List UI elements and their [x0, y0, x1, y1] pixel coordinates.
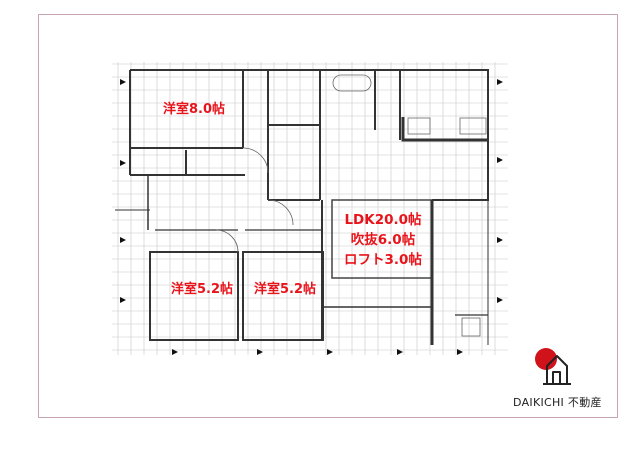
plan-markers	[120, 79, 503, 355]
house-icon	[543, 355, 571, 385]
atrium-area: 吹抜6.0帖	[350, 232, 416, 248]
brand-name: DAIKICHI 不動産	[513, 396, 602, 409]
image-frame	[38, 14, 618, 418]
room-label-western-5-2-b: 洋室5.2帖	[254, 282, 317, 297]
loft-area: ロフト3.0帖	[344, 252, 422, 268]
ldk-label: LDK20.0帖 吹抜6.0帖 ロフト3.0帖	[340, 210, 426, 270]
dimension-marker	[497, 79, 503, 85]
dimension-marker	[497, 157, 503, 163]
dimension-marker	[457, 349, 463, 355]
plan-walls	[115, 69, 489, 345]
ldk-area: LDK20.0帖	[344, 212, 422, 228]
dimension-marker	[327, 349, 333, 355]
room-label-western-8: 洋室8.0帖	[163, 102, 226, 117]
dimension-marker	[497, 297, 503, 303]
dimension-marker	[497, 237, 503, 243]
logo-red-circle	[535, 348, 557, 370]
daikichi-logo	[535, 348, 571, 385]
dimension-marker	[397, 349, 403, 355]
dimension-marker	[120, 297, 126, 303]
plan-grid	[112, 62, 508, 355]
dimension-marker	[120, 237, 126, 243]
dimension-marker	[120, 79, 126, 85]
dimension-marker	[257, 349, 263, 355]
dimension-marker	[172, 349, 178, 355]
dimension-marker	[120, 160, 126, 166]
room-label-western-5-2-a: 洋室5.2帖	[171, 282, 234, 297]
plan-fixtures	[215, 74, 487, 337]
